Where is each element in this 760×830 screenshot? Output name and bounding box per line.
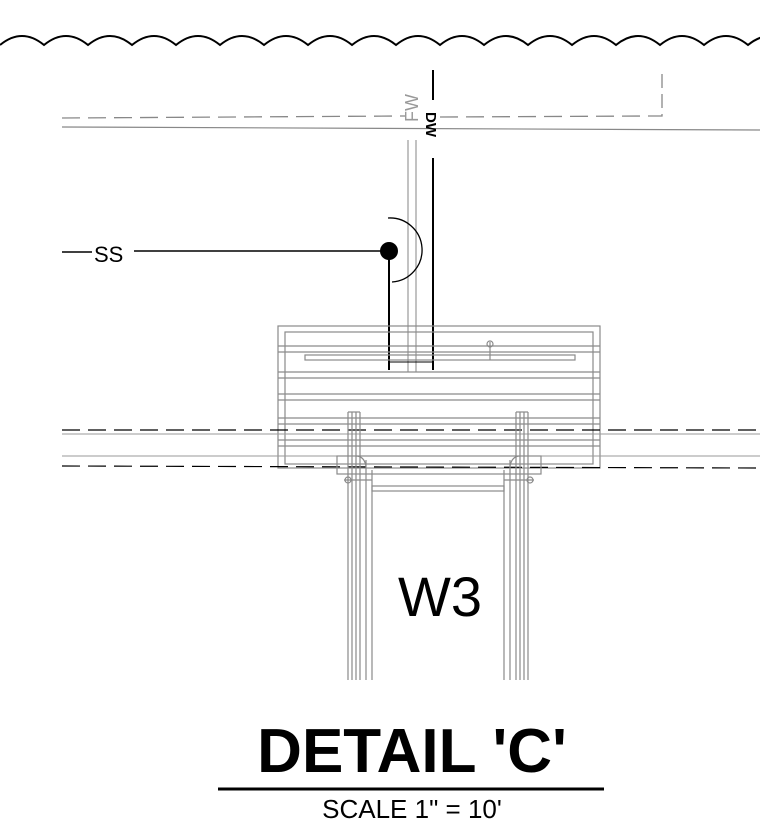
cleanout-arc: [387, 217, 423, 283]
revision-cloud: [0, 35, 760, 47]
room-tag: W3: [398, 565, 482, 628]
dw-label: DW: [422, 112, 439, 138]
fw-label: FW: [402, 94, 422, 122]
fw-line: [407, 140, 417, 372]
upper-boundary-lines: [61, 68, 760, 131]
lower-boundary-lines: [61, 429, 760, 469]
entry-frame: [336, 411, 542, 680]
detail-scale: SCALE 1" = 10': [322, 794, 502, 824]
foundation-plate: [277, 325, 601, 469]
detail-title: DETAIL 'C': [257, 717, 567, 786]
cleanout-symbol: [380, 242, 398, 260]
ss-label: SS: [94, 242, 123, 267]
